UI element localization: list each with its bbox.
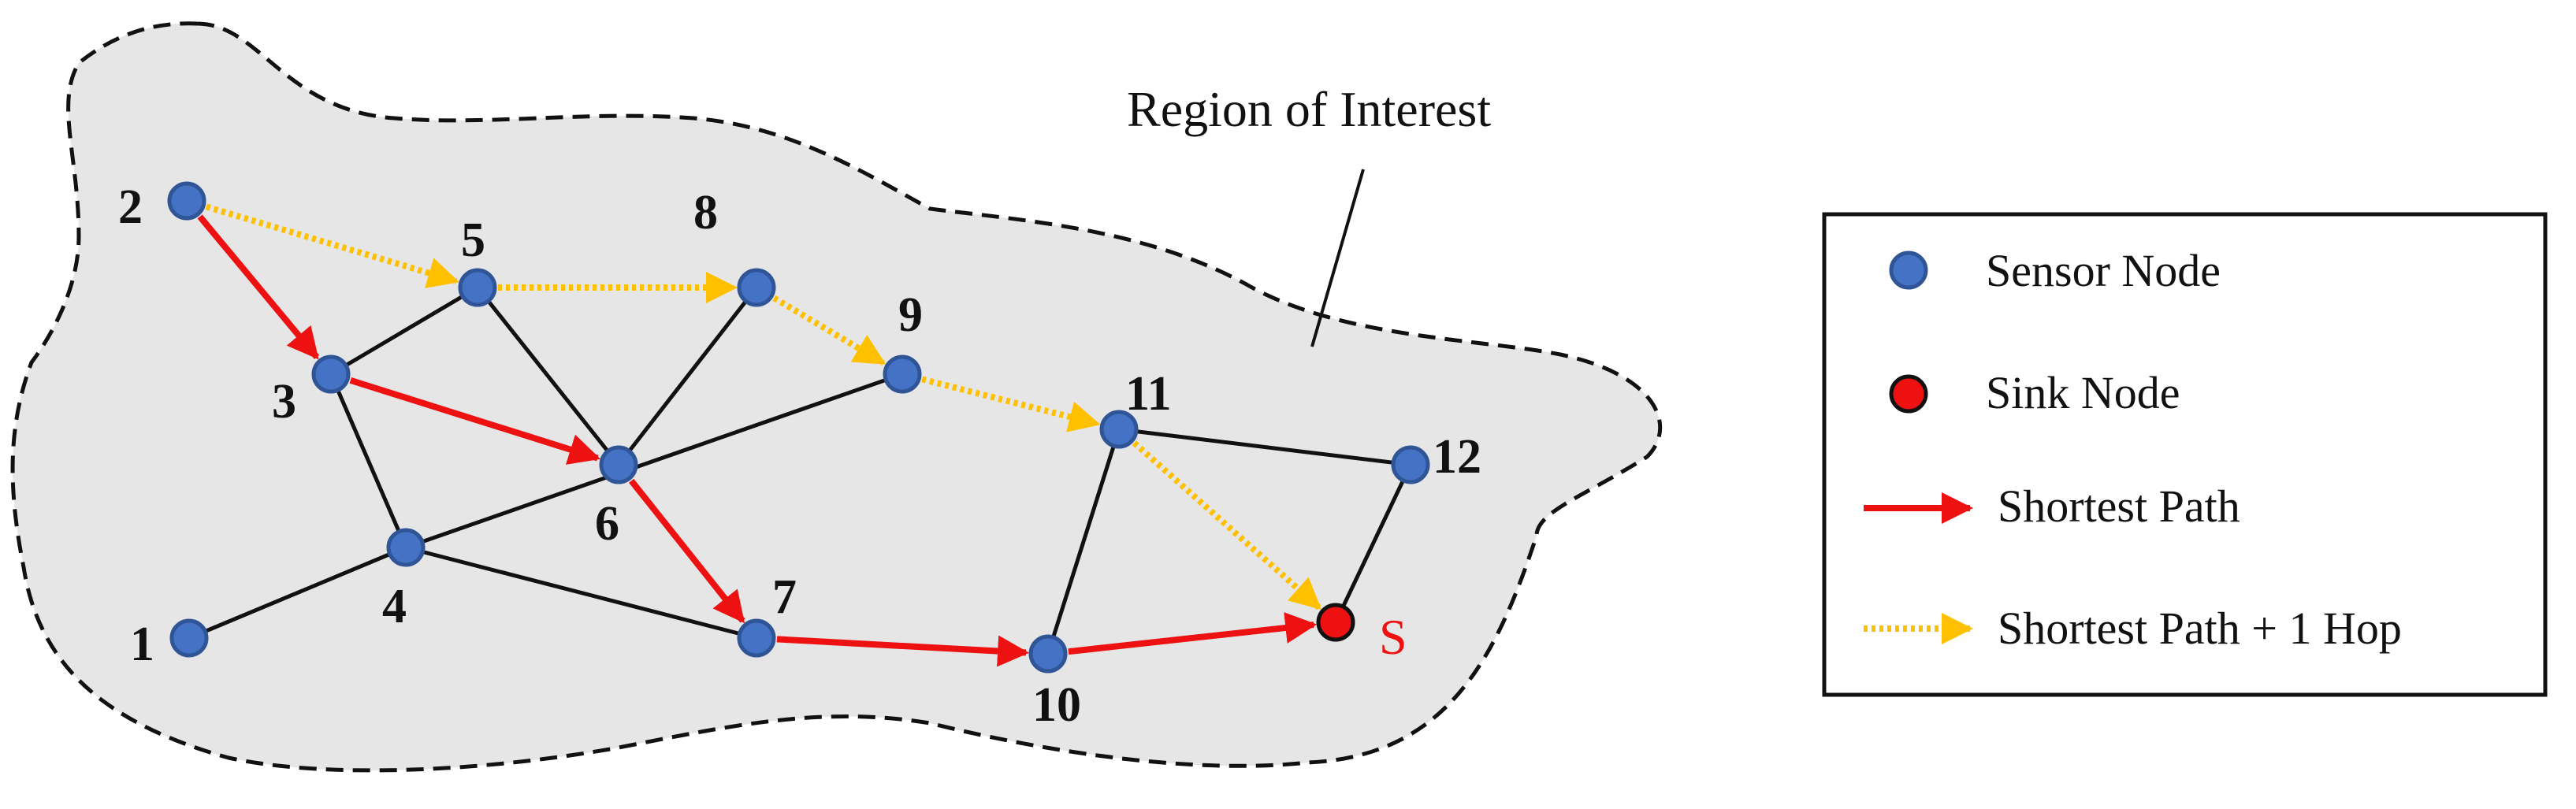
legend-sensor-node-icon: [1889, 250, 1928, 290]
legend-plus-one-hop-label: Shortest Path + 1 Hop: [1998, 603, 2402, 654]
node-label-6: 6: [595, 497, 619, 551]
sensor-node-3: [311, 354, 351, 394]
edge-3-5: [329, 285, 479, 377]
edge-10-11: [1046, 429, 1121, 655]
shortest-path-segment-10-S: [1068, 612, 1318, 655]
sensor-node-6: [599, 445, 638, 484]
region-callout-line: [1310, 169, 1365, 347]
plus-one-hop-path-segment-8-9: [772, 295, 887, 366]
edge-11-12: [1118, 427, 1411, 467]
node-label-4: 4: [382, 580, 407, 633]
edge-1-4: [188, 545, 407, 640]
nodes-layer: [167, 181, 1430, 674]
edge-3-4: [329, 373, 408, 548]
edge-6-8: [617, 286, 758, 466]
sensor-node-9: [883, 354, 922, 394]
sensor-node-7: [737, 618, 776, 658]
shortest-path-segment-7-10: [776, 635, 1030, 667]
region-label: Region of Interest: [1127, 81, 1491, 137]
shortest-path-segment-6-7: [629, 478, 745, 624]
sink-node-label: S: [1379, 609, 1407, 665]
edge-4-9: [405, 372, 903, 550]
node-label-2: 2: [118, 180, 143, 234]
node-label-7: 7: [772, 570, 797, 624]
legend: Sensor Node Sink Node Shortest Path Shor…: [1822, 212, 2548, 697]
sensor-node-1: [169, 618, 209, 658]
sensor-node-8: [737, 268, 776, 307]
edge-S-12: [1333, 463, 1413, 624]
node-label-1: 1: [130, 618, 154, 671]
node-label-10: 10: [1032, 678, 1081, 732]
legend-sink-node-icon: [1889, 374, 1928, 414]
legend-sensor-node-label: Sensor Node: [1986, 245, 2221, 296]
plus-one-hop-path-segment-11-S: [1132, 440, 1322, 610]
sensor-node-4: [386, 528, 426, 567]
legend-shortest-path-label: Shortest Path: [1998, 481, 2240, 532]
shortest-path-segment-2-3: [197, 214, 320, 360]
node-label-9: 9: [898, 288, 923, 342]
sensor-node-10: [1028, 634, 1068, 674]
sensor-node-11: [1099, 410, 1139, 449]
node-label-11: 11: [1125, 367, 1172, 421]
legend-sink-node-label: Sink Node: [1986, 367, 2180, 418]
node-label-8: 8: [693, 186, 718, 239]
plus-one-hop-path-segment-9-11: [921, 376, 1101, 432]
sink-node: [1316, 603, 1355, 642]
node-label-5: 5: [461, 213, 485, 267]
node-label-12: 12: [1433, 430, 1481, 484]
shortest-path-segment-3-6: [349, 377, 601, 465]
sensor-node-5: [458, 268, 497, 307]
sensor-node-12: [1391, 445, 1430, 484]
paths-layer: [197, 203, 1322, 667]
node-label-3: 3: [272, 375, 296, 429]
edge-4-7: [405, 545, 757, 640]
edges-layer: [188, 285, 1413, 655]
sensor-node-2: [167, 181, 206, 221]
